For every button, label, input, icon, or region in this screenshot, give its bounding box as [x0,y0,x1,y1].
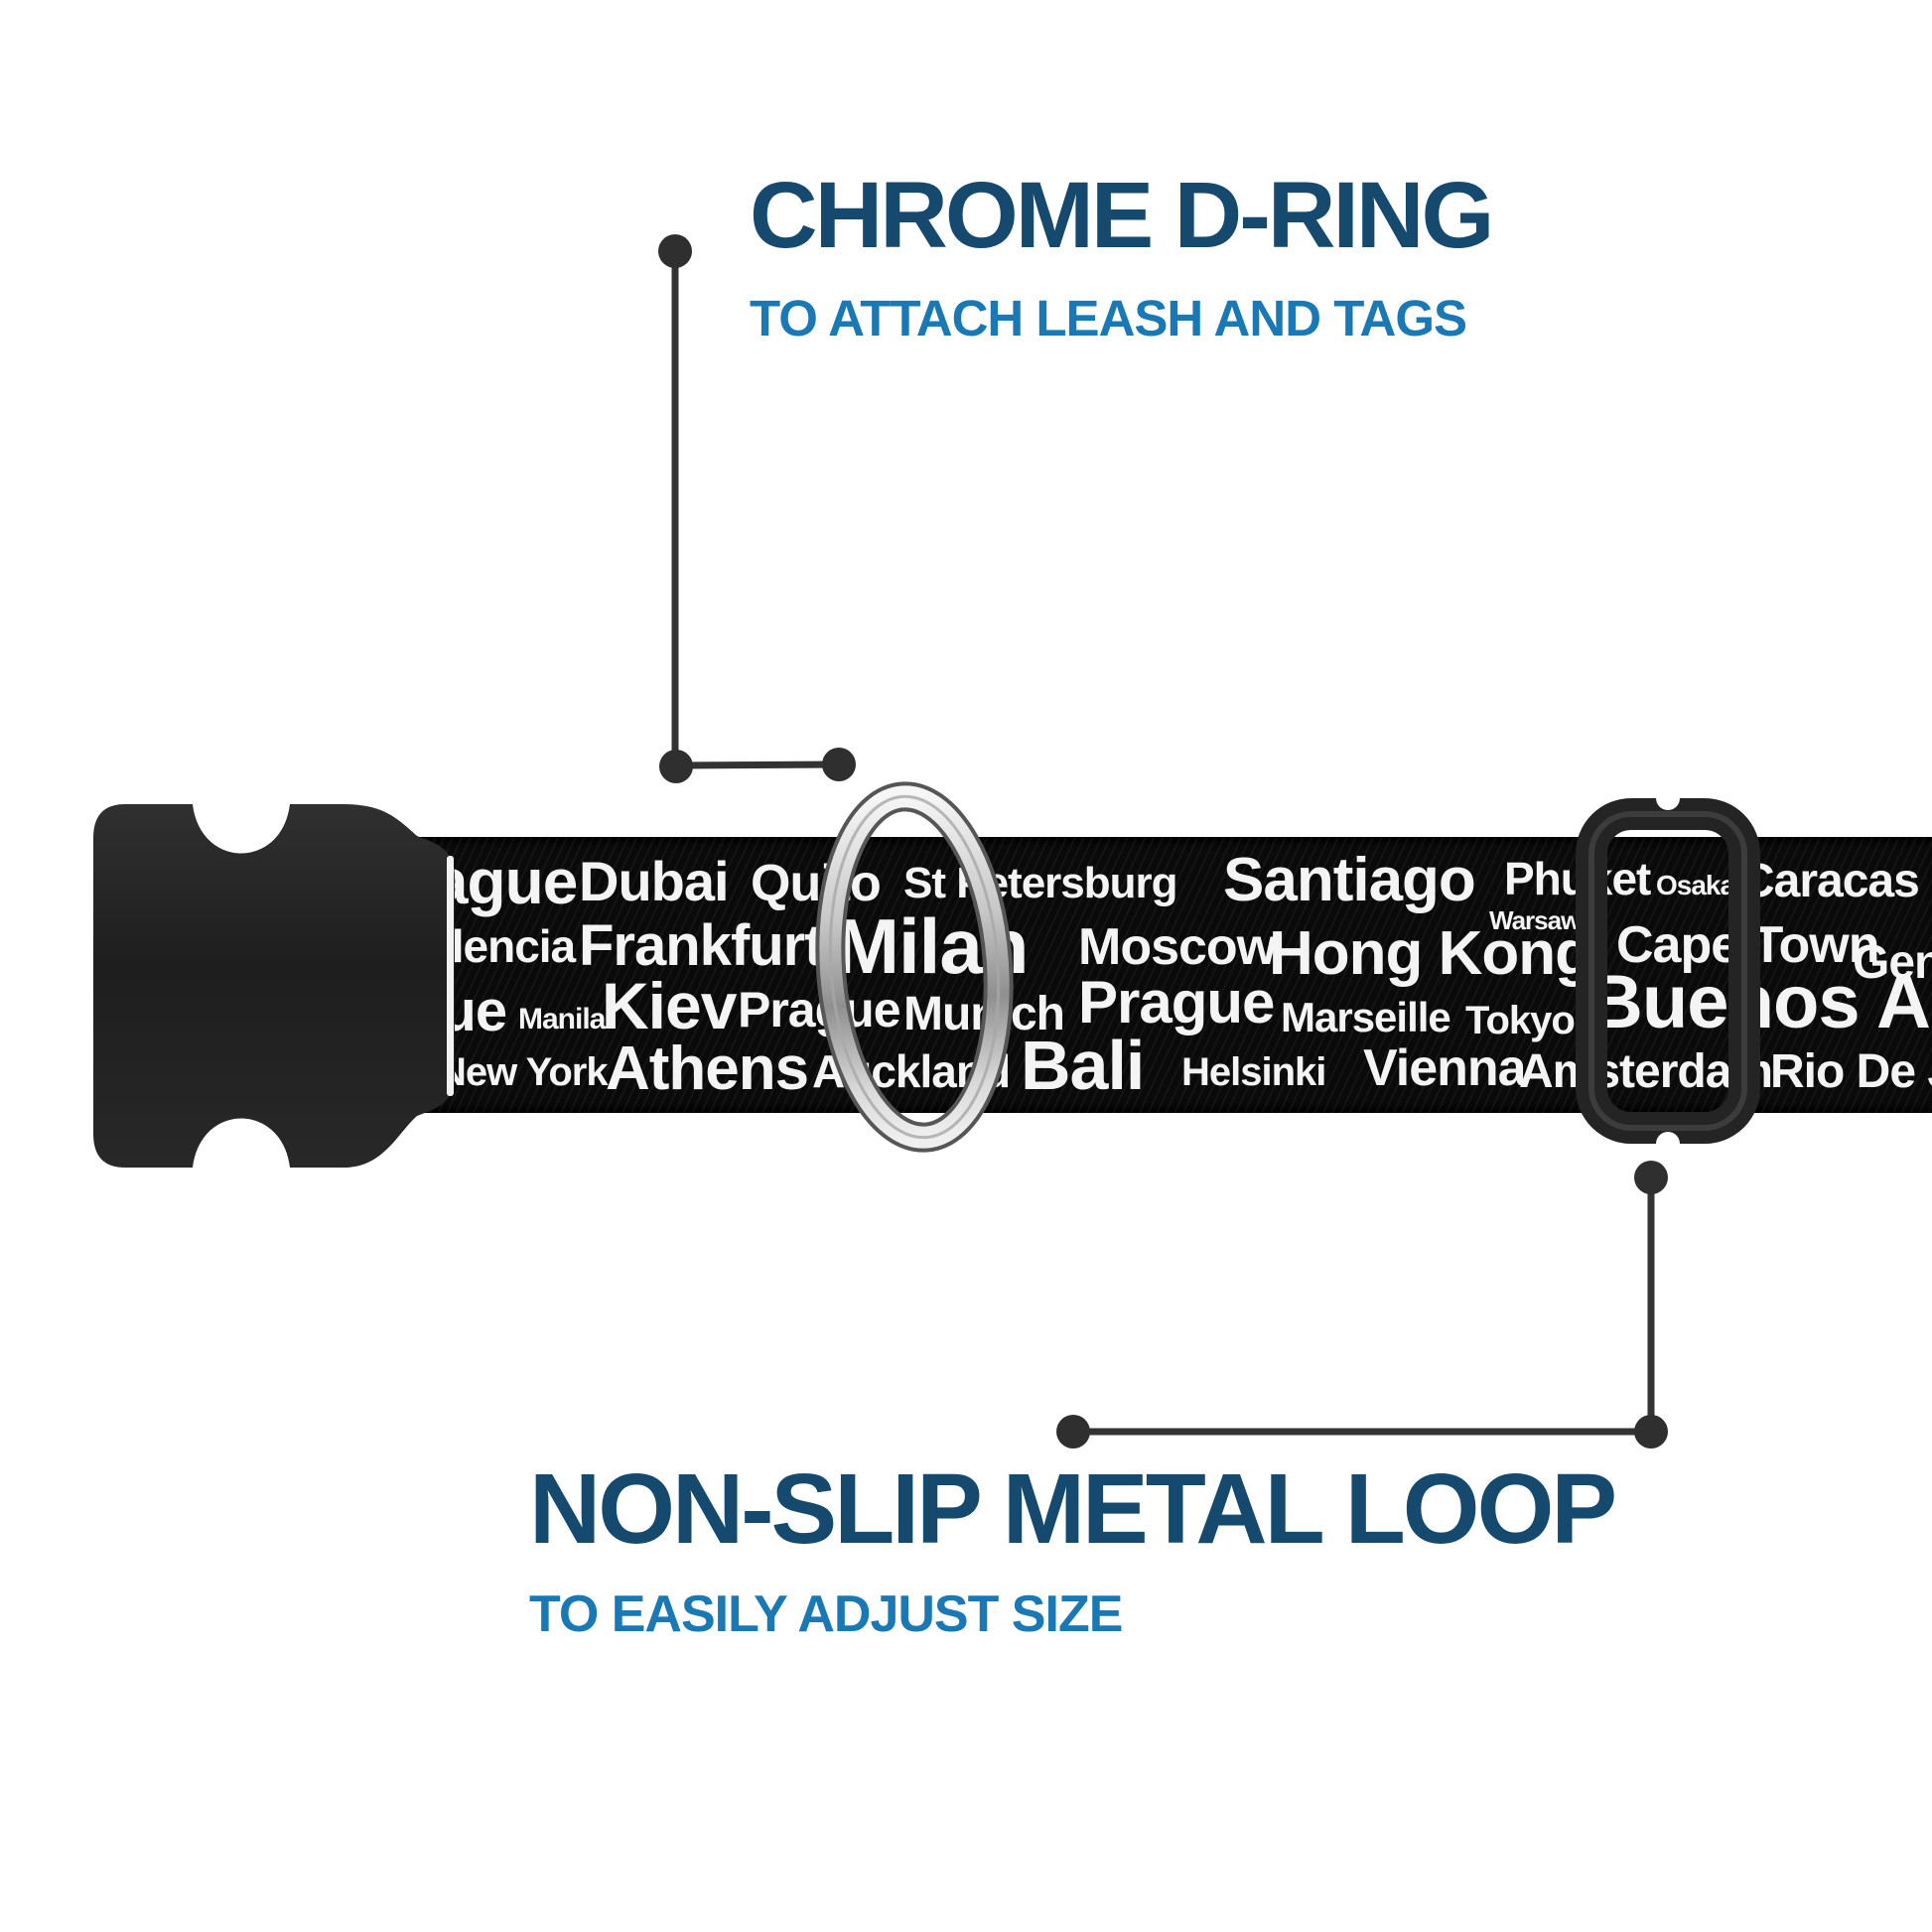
leader-line-loop [1056,1161,1668,1449]
city-word: Buenos Aires [1588,960,1932,1044]
city-word: Milan [835,902,1029,990]
city-word: Rio De Janeiro [1770,1045,1932,1098]
city-word: Athens [606,1035,809,1103]
city-word: Warsaw [1489,905,1581,935]
callout-loop: NON-SLIP METAL LOOP TO EASILY ADJUST SIZ… [529,1453,1617,1643]
city-word: Caracas [1740,855,1920,907]
city-word: Vienna [1363,1039,1527,1097]
city-word: rague [417,846,578,917]
city-word: Phuket [1504,853,1651,904]
city-word: Hong Kong [1269,919,1592,988]
city-word: Frankfurt [579,913,824,978]
city-word: Geneva [1853,936,1932,989]
city-word: Prague [738,982,901,1037]
callout-loop-subtitle: TO EASILY ADJUST SIZE [529,1586,1123,1643]
callout-dring-title: CHROME D-RING [750,163,1494,268]
city-word: Osaka [1656,870,1735,900]
buckle-icon [93,804,455,1168]
city-word: Auckland [812,1045,1011,1097]
city-word: Kiev [602,969,737,1042]
callout-dring: CHROME D-RING TO ATTACH LEASH AND TAGS [750,163,1494,346]
city-word: Manila [518,1003,606,1035]
city-word: Moscow [1078,918,1277,976]
city-word: New York [438,1050,609,1094]
city-word: St Petersburg [903,859,1178,907]
callout-loop-title: NON-SLIP METAL LOOP [529,1453,1617,1565]
city-word: Santiago [1223,846,1476,914]
city-word: Valencia [417,920,576,972]
callout-dring-subtitle: TO ATTACH LEASH AND TAGS [750,290,1467,346]
city-word: Amsterdam [1519,1045,1773,1098]
city-word: gue [417,979,507,1043]
city-word: Tokyo [1465,999,1576,1042]
city-word: Helsinki [1181,1050,1326,1094]
city-word: Marseille [1281,994,1451,1040]
city-word: Dubai [579,850,730,912]
city-word: Bali [1021,1027,1145,1104]
city-word: Prague [1078,969,1275,1035]
